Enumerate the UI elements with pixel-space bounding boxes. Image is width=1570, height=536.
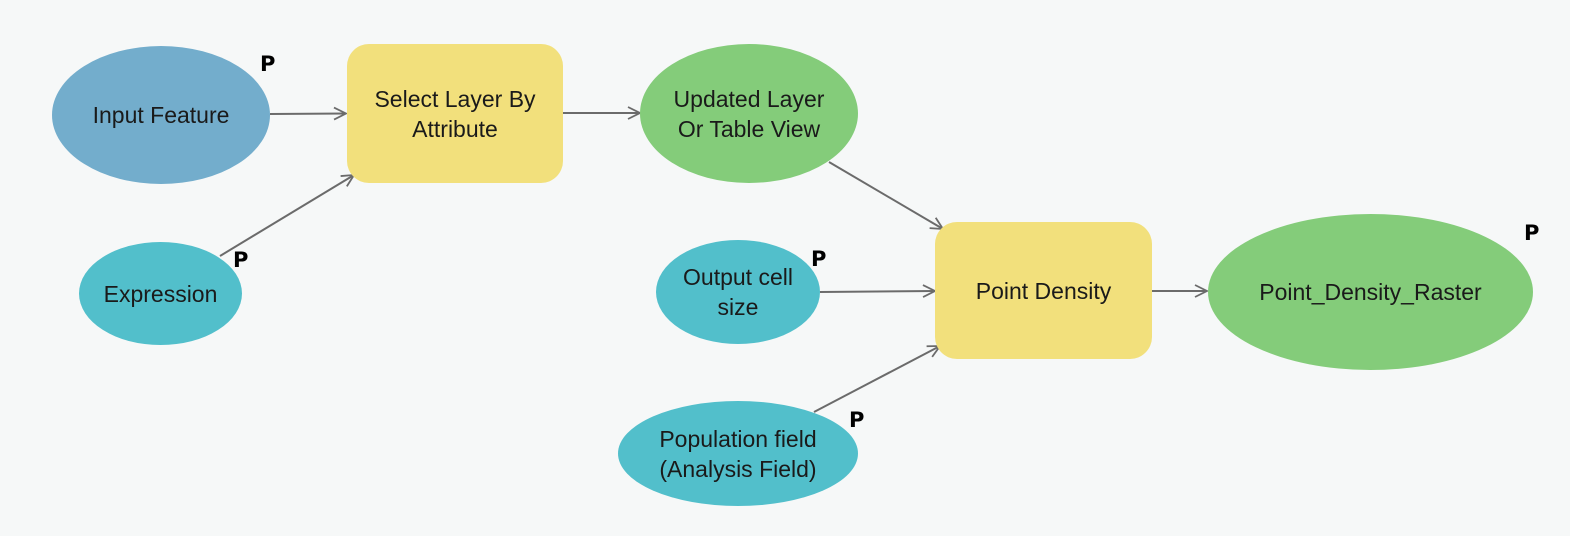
node-point-density[interactable]: Point Density: [935, 222, 1152, 359]
connector-input-feature-to-select-layer[interactable]: [269, 106, 349, 121]
connector-expression-to-select-layer[interactable]: [219, 173, 356, 257]
parameter-badge-population-field: P: [849, 408, 865, 432]
node-point-density-raster-label: Point_Density_Raster: [1259, 279, 1482, 305]
node-input-feature-label: Input Feature: [92, 102, 230, 128]
node-expression-label: Expression: [103, 280, 218, 307]
node-updated-layer-label: Updated Layer Or Table View: [673, 85, 825, 142]
node-updated-layer-or-table-view[interactable]: Updated Layer Or Table View: [640, 44, 858, 183]
node-point-density-raster[interactable]: Point_Density_Raster: [1208, 214, 1533, 370]
node-input-feature[interactable]: Input Feature: [52, 46, 270, 184]
node-output-cell-size-label: Output cell size: [683, 264, 793, 320]
parameter-badge-point-density-raster: P: [1524, 221, 1540, 245]
parameter-badge-input-feature: P: [260, 52, 276, 76]
node-expression[interactable]: Expression: [79, 242, 242, 345]
connector-population-field-to-point-density[interactable]: [813, 345, 942, 413]
node-population-field-label: Population field (Analysis Field): [659, 425, 817, 482]
node-point-density-label: Point Density: [975, 277, 1112, 304]
parameter-badge-output-cell-size: P: [811, 247, 827, 271]
parameter-badge-expression: P: [233, 248, 249, 272]
node-population-field[interactable]: Population field (Analysis Field): [618, 401, 858, 506]
connector-updated-layer-to-point-density[interactable]: [828, 161, 945, 231]
node-select-layer-by-attribute[interactable]: Select Layer By Attribute: [347, 44, 563, 183]
node-output-cell-size[interactable]: Output cell size: [656, 240, 820, 344]
connector-output-cell-size-to-point-density[interactable]: [819, 284, 938, 298]
node-select-layer-label: Select Layer By Attribute: [374, 85, 536, 142]
